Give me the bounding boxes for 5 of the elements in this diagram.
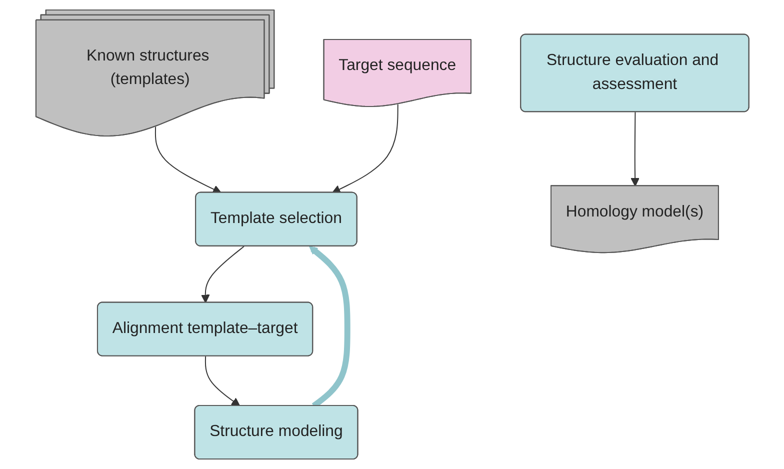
arrow bbox=[332, 104, 398, 194]
arrow bbox=[200, 246, 244, 304]
arrow bbox=[204, 356, 240, 406]
arrow bbox=[630, 112, 640, 186]
arrow bbox=[154, 126, 221, 194]
